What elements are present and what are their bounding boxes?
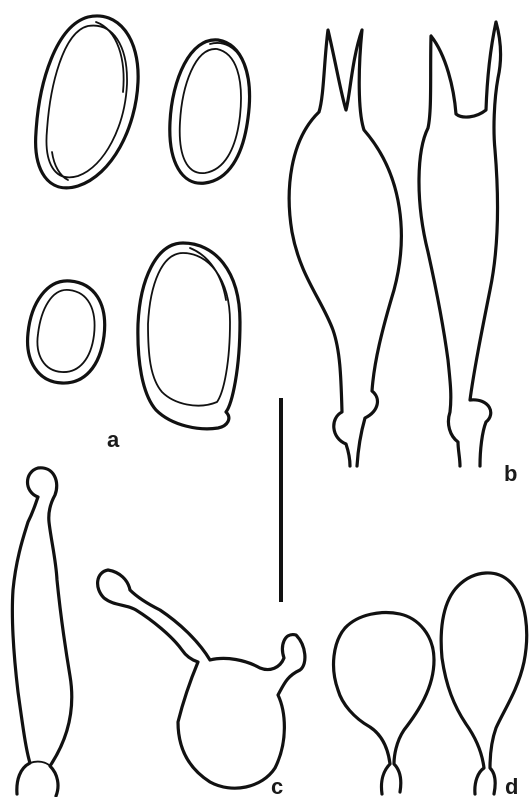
panel-label-b: b xyxy=(504,461,517,486)
panel-a-spores: a xyxy=(28,16,250,452)
spore-large-tilted xyxy=(36,16,139,188)
spore-small-round xyxy=(28,281,105,383)
pileocystidium-left xyxy=(334,613,434,794)
panel-c-cystidia: c xyxy=(12,468,305,797)
basidium-left xyxy=(289,30,401,466)
panel-b-basidia: b xyxy=(289,22,517,486)
panel-label-c: c xyxy=(271,774,283,797)
panel-d-pileocystidia: d xyxy=(334,573,527,797)
basidium-right xyxy=(419,22,500,466)
panel-label-d: d xyxy=(505,774,518,797)
spore-medium-upright xyxy=(170,40,250,183)
spore-large-oblong xyxy=(138,243,240,429)
panel-label-a: a xyxy=(107,427,120,452)
pileocystidium-right xyxy=(441,573,527,794)
cystidium-forked xyxy=(98,570,305,788)
cystidium-capitate xyxy=(12,468,71,796)
